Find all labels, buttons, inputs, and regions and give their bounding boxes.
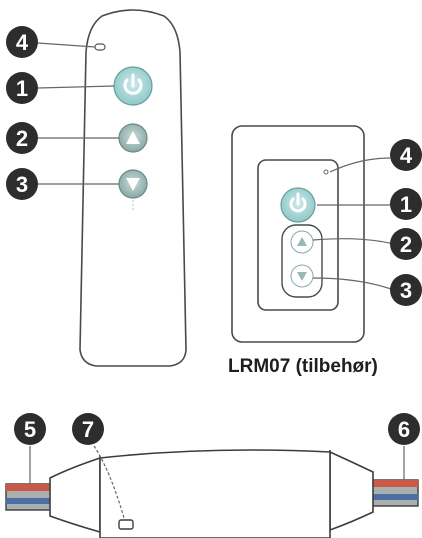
remote-down-button[interactable] bbox=[118, 169, 148, 199]
wall-panel bbox=[231, 125, 365, 343]
svg-text:2: 2 bbox=[16, 126, 28, 151]
callout-badge-remote-down: 3 bbox=[6, 168, 38, 200]
svg-text:4: 4 bbox=[16, 30, 29, 55]
panel-caption: LRM07 (tilbehør) bbox=[228, 356, 378, 377]
panel-down-button[interactable] bbox=[290, 264, 314, 288]
panel-up-button[interactable] bbox=[290, 230, 314, 254]
panel-power-button[interactable] bbox=[280, 187, 316, 223]
handheld-remote bbox=[79, 9, 187, 367]
remote-up-button[interactable] bbox=[118, 123, 148, 153]
svg-text:7: 7 bbox=[82, 417, 94, 442]
svg-text:4: 4 bbox=[400, 143, 413, 168]
callout-badge-remote-power: 1 bbox=[6, 72, 38, 104]
callout-badge-panel-led: 4 bbox=[390, 139, 422, 171]
receiver-led-indicator bbox=[118, 519, 134, 530]
panel-callout-lines bbox=[312, 157, 395, 291]
svg-text:1: 1 bbox=[16, 76, 28, 101]
callout-badge-receiver-left-cable: 5 bbox=[14, 413, 46, 445]
callout-badge-receiver-right-cable: 6 bbox=[388, 413, 420, 445]
triangle-down-icon bbox=[297, 272, 307, 281]
svg-text:2: 2 bbox=[400, 232, 412, 257]
triangle-down-icon bbox=[126, 178, 140, 191]
receiver-callout-lines bbox=[29, 445, 405, 519]
callout-badge-panel-up: 2 bbox=[390, 228, 422, 260]
panel-led-indicator bbox=[323, 169, 329, 175]
svg-text:3: 3 bbox=[16, 172, 28, 197]
receiver-unit bbox=[5, 449, 419, 538]
power-icon bbox=[289, 192, 307, 213]
power-icon bbox=[123, 73, 143, 95]
svg-text:3: 3 bbox=[400, 278, 412, 303]
remote-power-button[interactable] bbox=[113, 66, 153, 106]
remote-callout-lines bbox=[37, 42, 119, 185]
callout-badge-panel-down: 3 bbox=[390, 274, 422, 306]
triangle-up-icon bbox=[297, 237, 307, 246]
callout-badge-panel-power: 1 bbox=[390, 188, 422, 220]
remote-led-indicator bbox=[94, 43, 106, 51]
triangle-up-icon bbox=[126, 131, 140, 144]
svg-text:1: 1 bbox=[400, 192, 412, 217]
svg-text:6: 6 bbox=[398, 417, 410, 442]
callout-badge-receiver-led: 7 bbox=[72, 413, 104, 445]
callout-badge-remote-up: 2 bbox=[6, 122, 38, 154]
callout-badge-remote-led: 4 bbox=[6, 26, 38, 58]
svg-text:5: 5 bbox=[24, 417, 36, 442]
